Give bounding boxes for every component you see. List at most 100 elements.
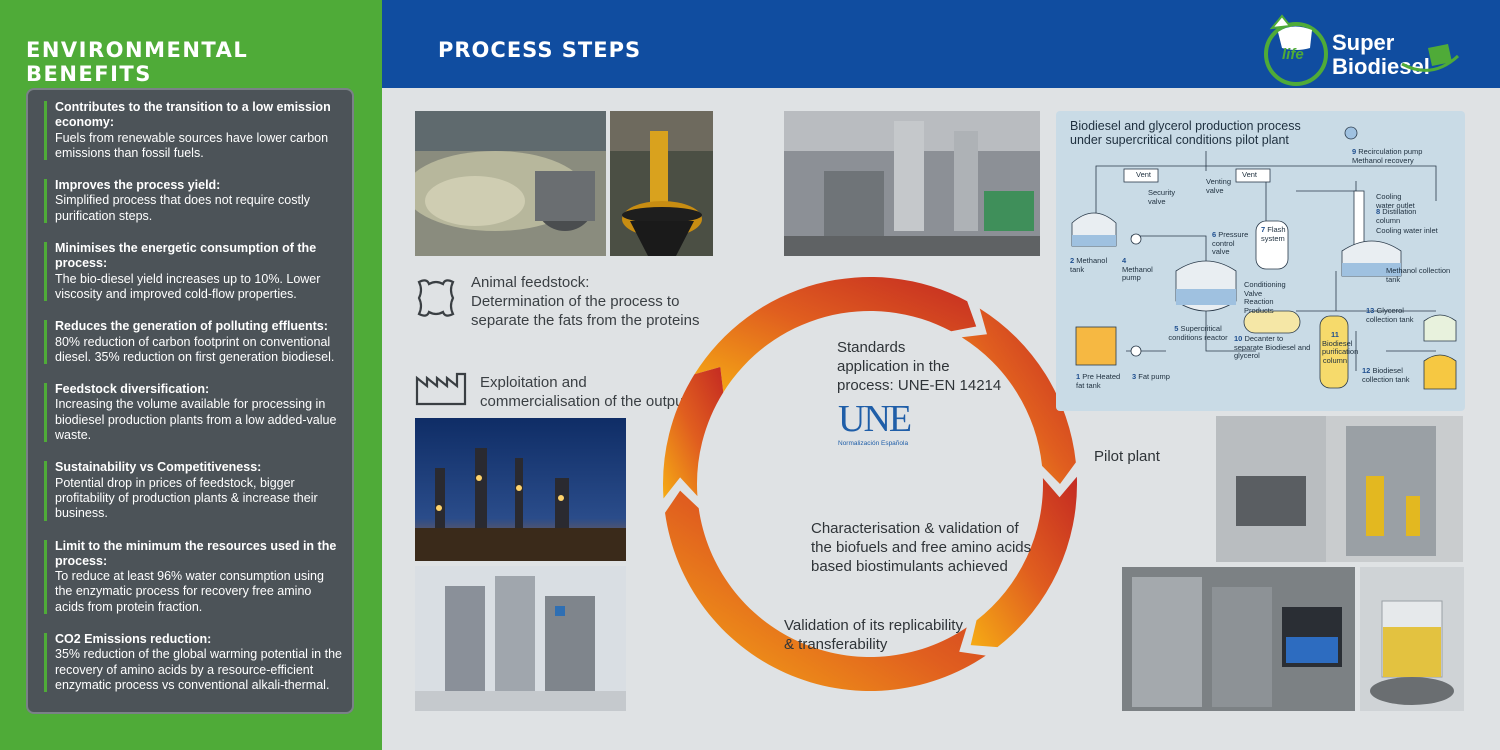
pressure-text: Pressure control valve (1212, 230, 1249, 256)
preheated-tank-label: 1 Pre Heated fat tank (1076, 372, 1126, 390)
pressure-valve-label: 6 Pressure control valve (1212, 230, 1252, 257)
label-number-6: 6 (1212, 230, 1217, 239)
diagram-title-line2: under supercritical conditions pilot pla… (1070, 133, 1289, 147)
label-number-12: 12 (1362, 366, 1371, 375)
benefit-text: Simplified process that does not require… (55, 193, 310, 223)
benefit-title: Sustainability vs Competitiveness: (55, 460, 262, 475)
diagram-title: Biodiesel and glycerol production proces… (1070, 119, 1301, 147)
vent-label-2: Vent (1242, 170, 1258, 179)
header-bar: PROCESS STEPS life Super Biodiesel (382, 0, 1500, 88)
logo-biodiesel-text: Biodiesel (1332, 54, 1430, 79)
benefit-item: CO2 Emissions reduction:35% reduction of… (44, 632, 342, 693)
label-number-13: 13 (1366, 306, 1375, 315)
benefit-title: Minimises the energetic consumption of t… (55, 241, 317, 271)
photo-beaker-sample (1360, 567, 1464, 711)
reactor-label: 5 Supercritical conditions reactor (1168, 324, 1228, 342)
panel-title: ENVIRONMENTAL BENEFITS (26, 38, 249, 86)
conditioning-valve-label: Conditioning Valve Reaction Products (1244, 280, 1286, 315)
cycle-arrow-segment (663, 367, 724, 499)
cooling-outlet-label: Cooling water outlet (1376, 192, 1415, 210)
process-cycle (663, 277, 1077, 691)
preheated-text: Pre Heated fat tank (1076, 372, 1121, 390)
benefits-box: Contributes to the transition to a low e… (26, 88, 354, 714)
fat-pump-label: 3 Fat pump (1132, 372, 1182, 382)
label-number-8: 8 (1376, 207, 1381, 216)
reactor-text: Supercritical conditions reactor (1168, 324, 1228, 342)
label-number-2: 2 (1070, 256, 1075, 265)
benefit-text: Increasing the volume available for proc… (55, 397, 337, 443)
benefit-text: 35% reduction of the global warming pote… (55, 647, 342, 692)
step-characterisation: Characterisation & validation of the bio… (811, 519, 1031, 576)
security-valve-label: Security valve (1148, 188, 1176, 206)
label-number-9: 9 (1352, 147, 1357, 156)
diagram-schematic (1071, 126, 1457, 390)
photo-lab-equipment (415, 566, 626, 711)
benefit-title: Reduces the generation of polluting effl… (55, 319, 328, 334)
methanol-tank-text: Methanol tank (1070, 256, 1108, 274)
decanter-label: 10 Decanter to separate Biodiesel and gl… (1234, 334, 1314, 361)
cycle-arrow-segment (970, 476, 1077, 648)
step-feedstock-line3: separate the fats from the proteins (471, 312, 700, 329)
methanol-collection-label: Methanol collection tank (1386, 266, 1451, 284)
label-number-3: 3 (1132, 372, 1137, 381)
benefit-item: Contributes to the transition to a low e… (44, 100, 342, 161)
cycle-arrow-segment (665, 490, 986, 691)
factory-icon (415, 372, 467, 406)
step-exploitation-line2: commercialisation of the outputs (480, 393, 696, 410)
venting-valve-label: Venting valve (1206, 177, 1232, 195)
methanol-pump-label: 4 Methanol pump (1122, 256, 1153, 283)
benefit-title: Improves the process yield: (55, 178, 221, 193)
distillation-label: 8 Distillation column (1376, 207, 1426, 225)
methanol-pump-text: Methanol pump (1122, 264, 1153, 282)
photo-oil-pouring (610, 111, 713, 256)
label-number-5: 5 (1174, 324, 1179, 333)
une-logo: UNE Normalización Española (838, 400, 922, 447)
cycle-arrow-segment (961, 308, 1076, 484)
step-pilot-plant: Pilot plant (1094, 448, 1160, 465)
step-feedstock-title: Animal feedstock: (471, 274, 590, 291)
label-number-10: 10 (1234, 334, 1243, 343)
une-logo-subtitle: Normalización Española (838, 440, 909, 447)
recirculation-text: Recirculation pump Methanol recovery (1352, 147, 1423, 165)
step-standards-line1: Standards (837, 339, 906, 356)
process-diagram: Biodiesel and glycerol production proces… (1056, 111, 1465, 411)
step-characterisation-line1: Characterisation & validation of (811, 520, 1019, 537)
environmental-benefits-panel: ENVIRONMENTAL BENEFITS Contributes to th… (0, 0, 382, 750)
photo-industrial-plant (784, 111, 1040, 256)
hide-icon (417, 279, 455, 317)
benefit-text: 80% reduction of carbon footprint on con… (55, 334, 335, 364)
photo-meat-grinder (415, 111, 606, 256)
benefit-item: Limit to the minimum the resources used … (44, 539, 342, 615)
purification-label: 11 Biodiesel purification column (1322, 330, 1358, 365)
une-logo-text: UNE (838, 398, 912, 440)
super-biodiesel-logo: life Super Biodiesel (1264, 14, 1460, 86)
diagram-title-line1: Biodiesel and glycerol production proces… (1070, 119, 1301, 133)
step-feedstock-line2: Determination of the process to (471, 293, 680, 310)
benefit-title: CO2 Emissions reduction: (55, 632, 212, 647)
recirculation-label: 9 Recirculation pump Methanol recovery (1352, 147, 1432, 165)
page-title: PROCESS STEPS (438, 38, 642, 62)
benefit-item: Improves the process yield:Simplified pr… (44, 178, 342, 224)
benefit-item: Reduces the generation of polluting effl… (44, 319, 342, 365)
benefit-title: Limit to the minimum the resources used … (55, 538, 337, 568)
step-standards: Standards application in the process: UN… (837, 338, 1001, 395)
step-validation: Validation of its replicability & transf… (784, 616, 963, 654)
distillation-text: Distillation column (1376, 207, 1417, 225)
logo-super-text: Super (1332, 30, 1395, 55)
benefit-item: Feedstock diversification:Increasing the… (44, 382, 342, 443)
flash-label: 7 Flash system (1261, 225, 1287, 243)
biodiesel-collection-label: 12 Biodiesel collection tank (1362, 366, 1422, 384)
step-standards-line2: application in the (837, 358, 950, 375)
decanter-text: Decanter to separate Biodiesel and glyce… (1234, 334, 1311, 360)
step-standards-line3: process: UNE-EN 14214 (837, 377, 1002, 394)
glycerol-tank-label: 13 Glycerol collection tank (1366, 306, 1422, 324)
glycerol-text: Glycerol collection tank (1366, 306, 1414, 324)
step-characterisation-line2: the biofuels and free amino acids (811, 539, 1032, 556)
methanol-tank-label: 2 Methanol tank (1070, 256, 1122, 274)
label-number-4: 4 (1122, 256, 1127, 265)
step-characterisation-line3: based biostimulants achieved (811, 558, 1008, 575)
benefit-item: Minimises the energetic consumption of t… (44, 241, 342, 302)
vent-label-1: Vent (1136, 170, 1152, 179)
purification-text: Biodiesel purification column (1322, 338, 1359, 365)
step-feedstock: Animal feedstock: Determination of the p… (471, 273, 699, 330)
